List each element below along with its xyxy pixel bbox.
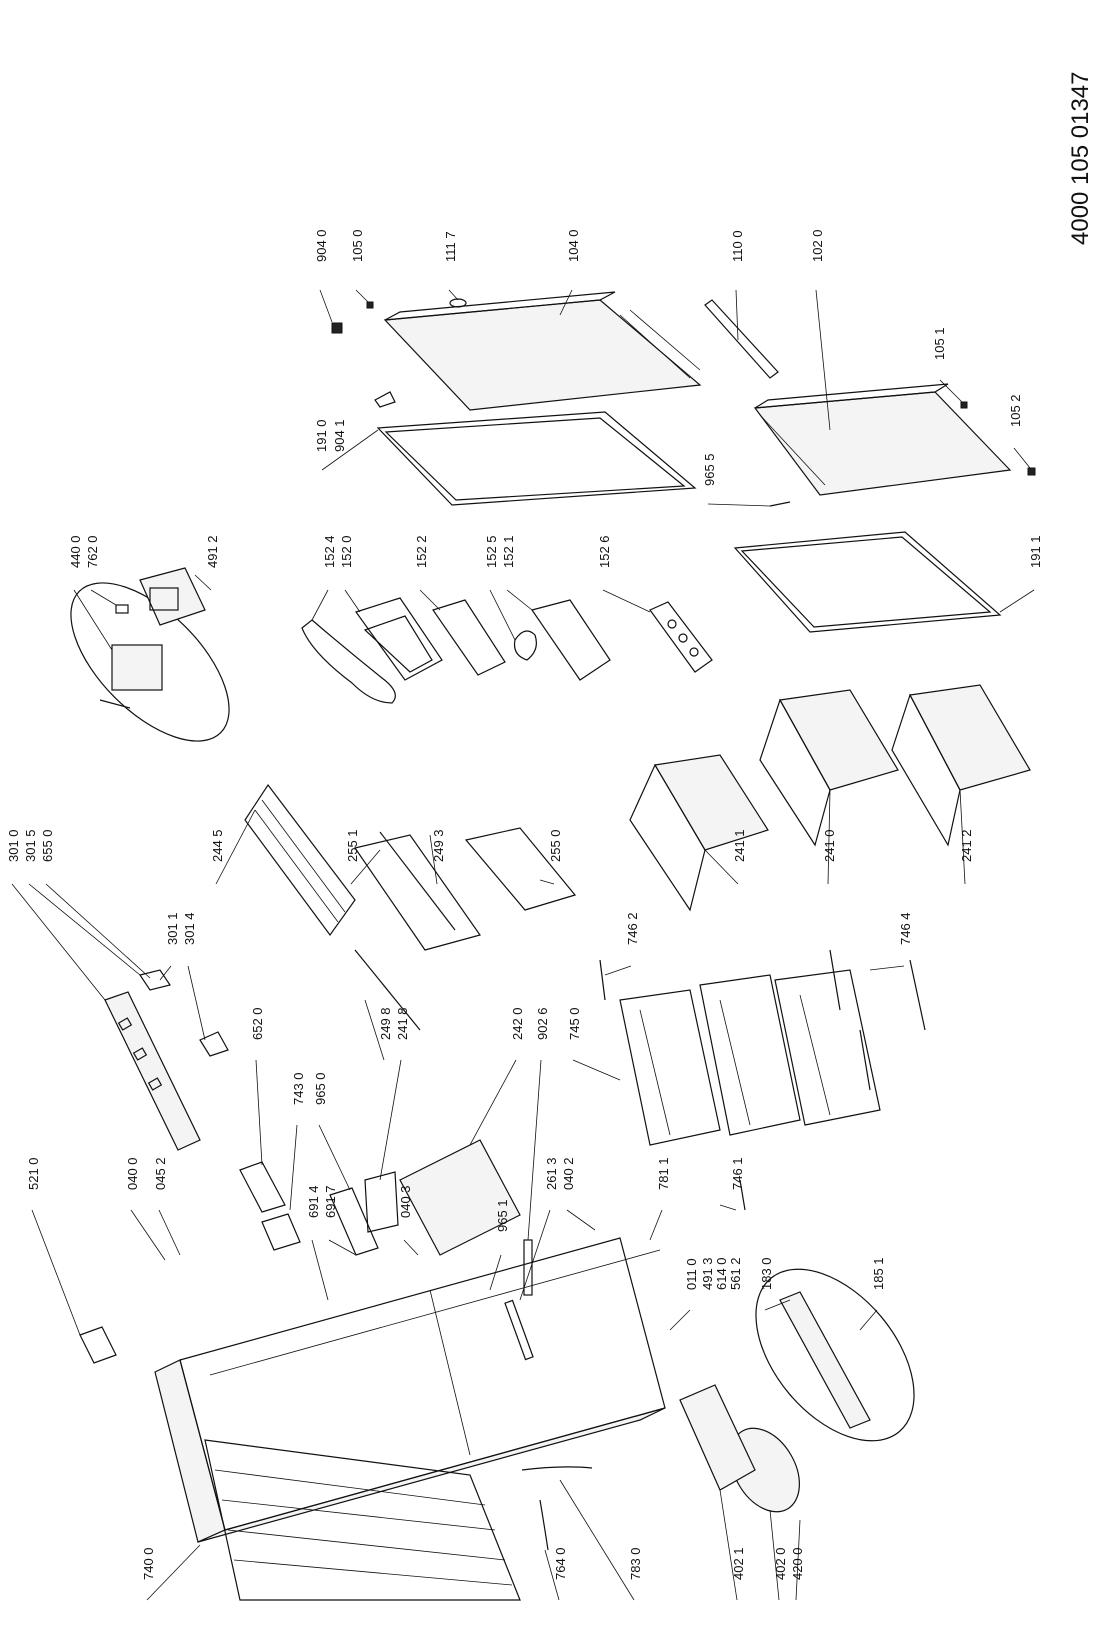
part-label-255-1: 255 1 (345, 829, 360, 862)
document-number: 4000 105 01347 (1067, 71, 1094, 245)
part-label-902-6: 902 6 (535, 1007, 550, 1040)
part-label-242-0: 242 0 (510, 1007, 525, 1040)
part-label-105-2: 105 2 (1008, 394, 1023, 427)
part-label-191-0: 191 0 (314, 419, 329, 452)
wire-rack-supports[interactable] (599, 949, 926, 1211)
part-label-614-0: 614 0 (714, 1257, 729, 1290)
part-label-241-0: 241 0 (822, 829, 837, 862)
part-label-040-3: 040 3 (398, 1185, 413, 1218)
part-label-301-1: 301 1 (165, 912, 180, 945)
part-label-241-1: 241 1 (732, 829, 747, 862)
light-assembly-callout[interactable] (44, 556, 256, 768)
part-label-965-5: 965 5 (702, 453, 717, 486)
part-label-249-3: 249 3 (431, 829, 446, 862)
cabinet-body[interactable] (154, 1237, 666, 1543)
part-label-105-0: 105 0 (350, 229, 365, 262)
part-label-244-5: 244 5 (210, 829, 225, 862)
part-label-241-2: 241 2 (959, 829, 974, 862)
condenser-coil[interactable] (204, 1439, 521, 1601)
part-label-904-0: 904 0 (314, 229, 329, 262)
part-label-655-0: 655 0 (40, 829, 55, 862)
part-label-011-0: 011 0 (684, 1258, 699, 1290)
part-label-152-4: 152 4 (322, 535, 337, 568)
part-label-783-0: 783 0 (628, 1547, 643, 1580)
part-label-746-4: 746 4 (898, 912, 913, 945)
part-label-255-0: 255 0 (548, 829, 563, 862)
leader-lines (11, 289, 1035, 1601)
part-label-111-7: 111 7 (443, 231, 458, 262)
part-label-152-1: 152 1 (501, 535, 516, 568)
part-label-904-1: 904 1 (332, 419, 347, 452)
part-label-491-2: 491 2 (205, 535, 220, 568)
crisper-drawers[interactable] (629, 684, 1031, 912)
part-label-561-2: 561 2 (728, 1257, 743, 1290)
part-label-762-0: 762 0 (85, 535, 100, 568)
part-label-152-5: 152 5 (484, 535, 499, 568)
part-label-420-0: 420 0 (790, 1547, 805, 1580)
part-label-301-0: 301 0 (6, 829, 21, 862)
part-label-764-0: 764 0 (553, 1547, 568, 1580)
part-label-402-1: 402 1 (731, 1547, 746, 1580)
part-label-402-0: 402 0 (773, 1547, 788, 1580)
part-label-746-2: 746 2 (625, 912, 640, 945)
part-label-191-1: 191 1 (1028, 535, 1043, 568)
compressor[interactable] (679, 1384, 813, 1524)
part-label-183-0: 183 0 (759, 1257, 774, 1290)
part-label-521-0: 521 0 (26, 1157, 41, 1190)
bracket-callout[interactable] (725, 1240, 945, 1470)
part-label-965-0: 965 0 (313, 1072, 328, 1105)
freezer-door-part[interactable] (383, 291, 702, 411)
part-label-102-0: 102 0 (810, 229, 825, 262)
door-gasket-lower[interactable] (733, 531, 1002, 633)
part-label-965-1: 965 1 (495, 1199, 510, 1232)
pipes[interactable] (521, 1466, 593, 1551)
control-panel[interactable] (104, 969, 229, 1151)
part-label-301-4: 301 4 (182, 912, 197, 945)
part-label-040-0: 040 0 (125, 1157, 140, 1190)
part-label-691-7: 691 7 (323, 1185, 338, 1218)
part-label-491-3: 491 3 (700, 1257, 715, 1290)
part-label-241-8: 241 8 (395, 1007, 410, 1040)
part-label-185-1: 185 1 (871, 1257, 886, 1290)
part-label-104-0: 104 0 (566, 229, 581, 262)
part-label-152-6: 152 6 (597, 535, 612, 568)
fridge-door-part[interactable] (753, 383, 1012, 496)
small-hinge-parts[interactable] (331, 298, 1036, 507)
part-label-652-0: 652 0 (250, 1007, 265, 1040)
part-label-781-1: 781 1 (656, 1157, 671, 1190)
part-label-045-2: 045 2 (153, 1157, 168, 1190)
part-label-249-8: 249 8 (378, 1007, 393, 1040)
part-label-152-0: 152 0 (339, 535, 354, 568)
part-label-440-0: 440 0 (68, 535, 83, 568)
part-label-740-0: 740 0 (141, 1547, 156, 1580)
door-gasket-upper[interactable] (376, 411, 697, 506)
glass-shelves[interactable] (244, 783, 577, 1031)
part-label-745-0: 745 0 (567, 1007, 582, 1040)
part-label-746-1: 746 1 (730, 1157, 745, 1190)
part-label-301-5: 301 5 (23, 829, 38, 862)
freezer-wire-baskets[interactable] (619, 969, 881, 1146)
part-number-labels: 904 0 105 0 111 7 104 0 110 0 102 0 105 1 105 2… (6, 229, 1043, 1580)
door-shelves[interactable] (301, 597, 713, 704)
part-label-152-2: 152 2 (414, 535, 429, 568)
part-label-743-0: 743 0 (291, 1072, 306, 1105)
part-label-691-4: 691 4 (306, 1185, 321, 1218)
part-label-110-0: 110 0 (730, 230, 745, 262)
mid-parts[interactable] (79, 1139, 534, 1364)
part-label-261-3: 261 3 (544, 1157, 559, 1190)
part-label-040-2: 040 2 (561, 1157, 576, 1190)
part-label-105-1: 105 1 (932, 327, 947, 360)
door-handle-strip[interactable] (704, 299, 779, 379)
